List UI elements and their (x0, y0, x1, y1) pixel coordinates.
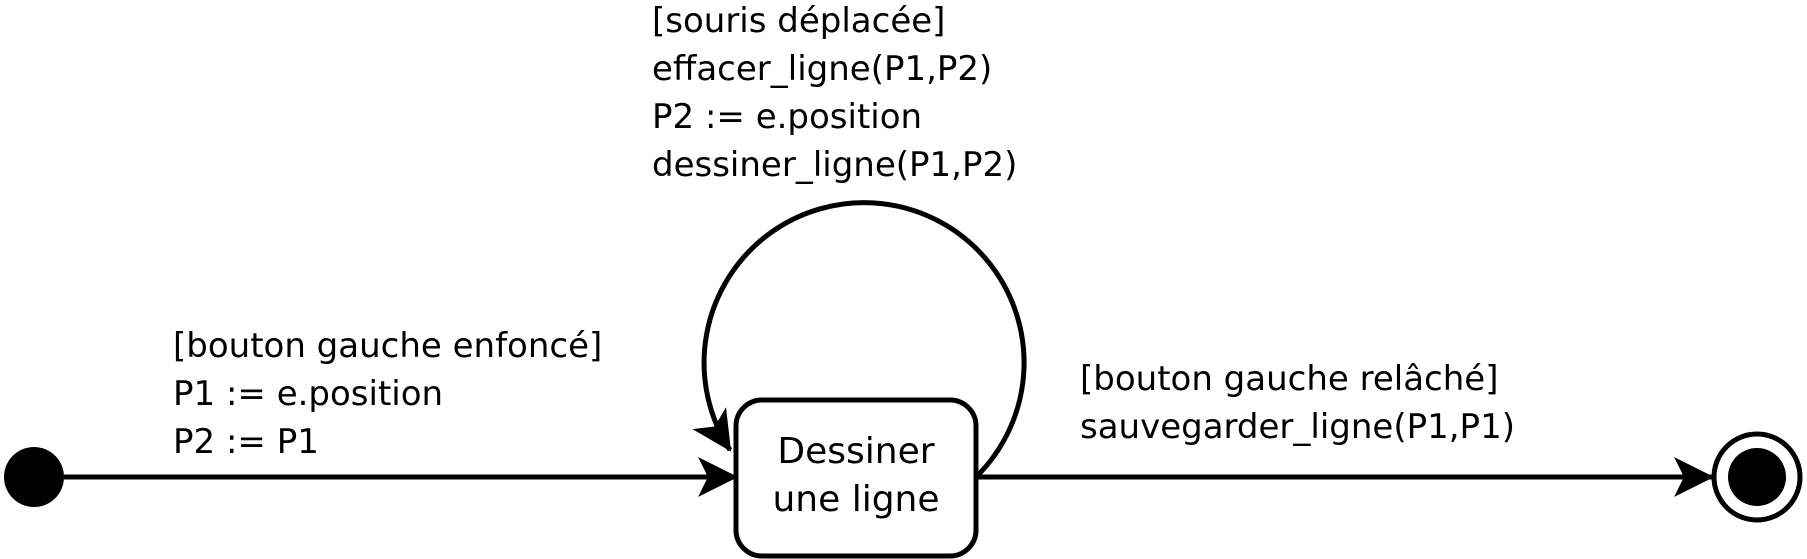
transition-final-guard: [bouton gauche relâché] (1080, 359, 1498, 399)
self-loop-action-1: effacer_ligne(P1,P2) (652, 49, 992, 89)
transition-final-action-1: sauvegarder_ligne(P1,P1) (1080, 407, 1515, 447)
final-state-dot (1728, 448, 1786, 506)
transition-initial-action-1: P1 := e.position (173, 374, 443, 414)
transition-initial-action-2: P2 := P1 (173, 422, 319, 462)
self-loop-action-2: P2 := e.position (652, 97, 922, 137)
state-draw-line (733, 397, 979, 559)
initial-state (4, 447, 64, 507)
state-draw-line-label-2: une ligne (772, 479, 939, 520)
self-loop-action-3: dessiner_ligne(P1,P2) (652, 145, 1017, 185)
transition-initial-guard: [bouton gauche enfoncé] (173, 326, 602, 366)
self-loop-guard: [souris déplacée] (652, 1, 945, 41)
state-draw-line-label-1: Dessiner (777, 431, 934, 472)
transition-self-loop-arrow (692, 200, 1027, 479)
